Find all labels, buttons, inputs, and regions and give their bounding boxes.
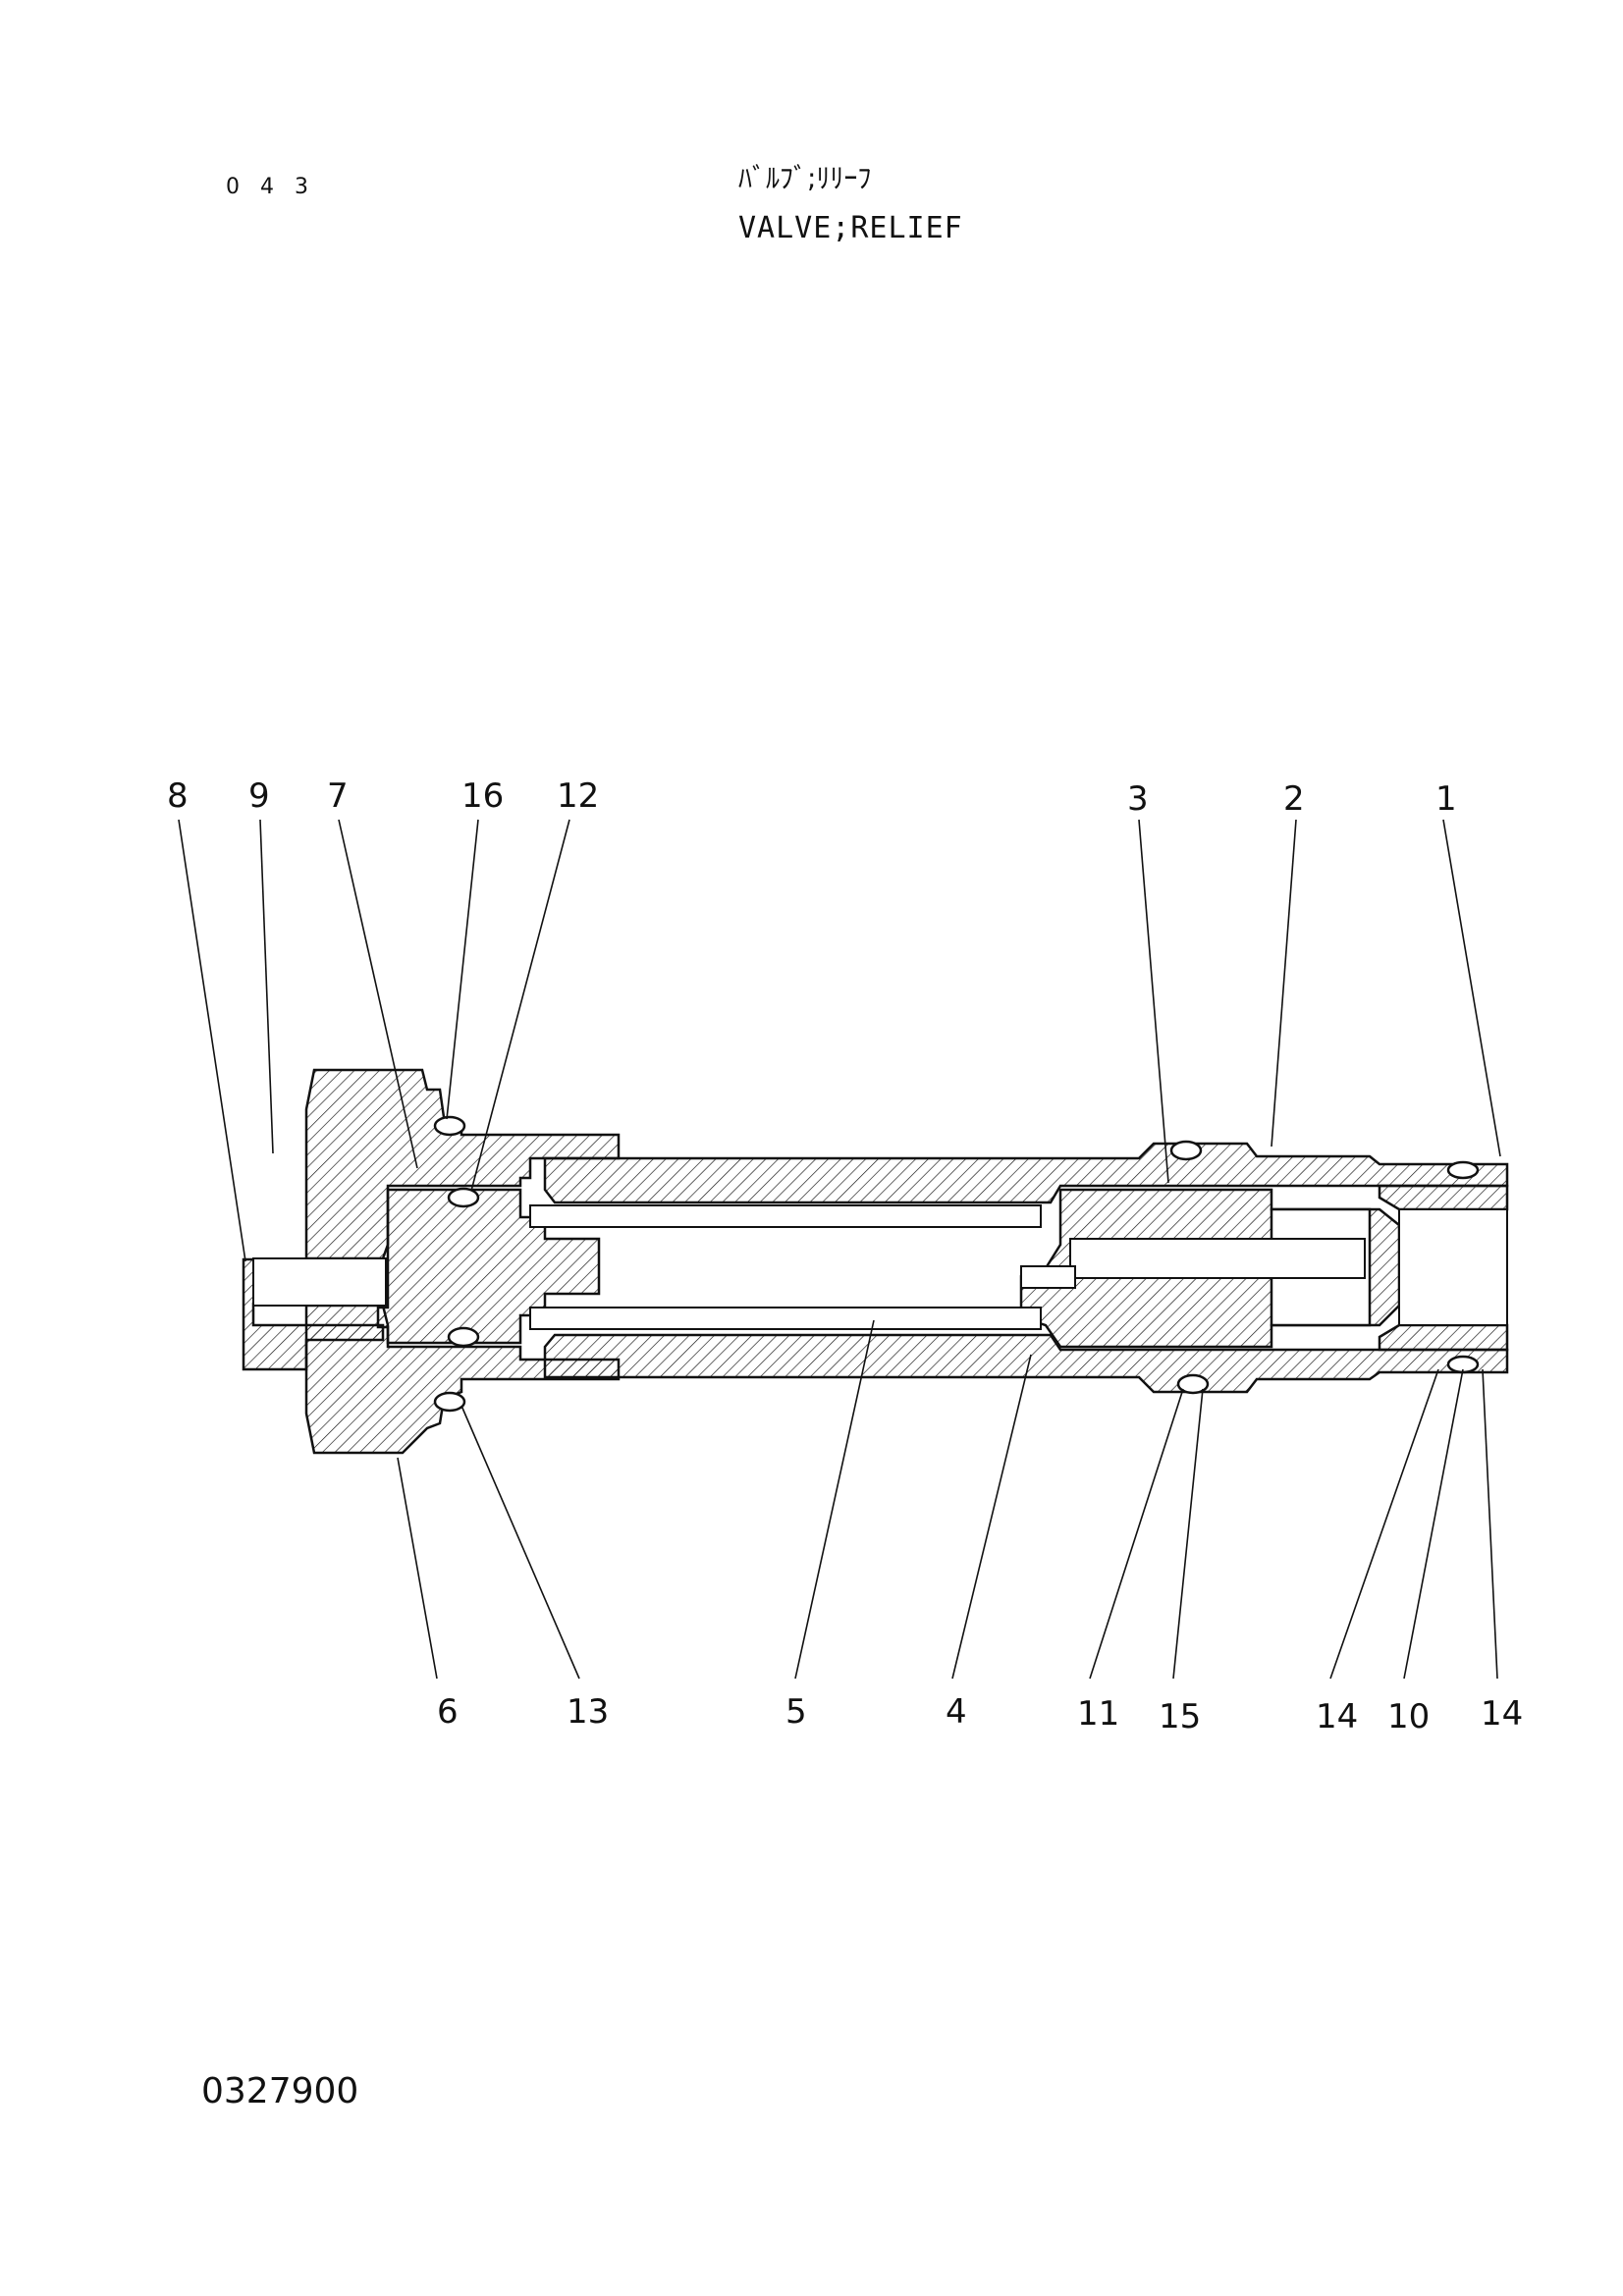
bore-sleeve-upper — [529, 1204, 1042, 1228]
callout-7: 7 — [327, 776, 349, 816]
leader-15 — [1172, 1388, 1204, 1680]
part-5-sleeve-upper — [543, 1142, 1509, 1204]
title-english: VALVE;RELIEF — [738, 211, 963, 245]
leader-14b — [1482, 1368, 1498, 1680]
leader-10 — [1403, 1368, 1464, 1680]
drawing-number: 0327900 — [201, 2071, 359, 2111]
leader-lines — [178, 819, 1501, 1680]
callout-10: 10 — [1387, 1697, 1430, 1736]
bore-sleeve-lower — [529, 1307, 1042, 1330]
part-1-end-cap — [1378, 1184, 1509, 1211]
callout-11: 11 — [1077, 1694, 1119, 1734]
valve-body — [242, 1068, 1509, 1455]
internal-bores — [252, 1204, 1508, 1330]
callout-3: 3 — [1127, 779, 1149, 819]
bore-orifice — [1020, 1265, 1076, 1289]
callout-14b: 14 — [1481, 1694, 1523, 1734]
bore-left-port — [252, 1257, 387, 1307]
leader-3 — [1138, 819, 1169, 1184]
leader-5 — [794, 1319, 875, 1680]
callout-15: 15 — [1159, 1697, 1201, 1736]
o-ring-13 — [433, 1391, 466, 1413]
leader-16 — [446, 819, 479, 1120]
leader-9 — [259, 819, 274, 1154]
o-ring-11 — [1176, 1373, 1210, 1395]
leader-4 — [951, 1354, 1032, 1680]
callout-4: 4 — [946, 1692, 967, 1732]
page-number: 0 4 3 — [226, 175, 315, 199]
leader-8 — [178, 819, 246, 1262]
callout-6: 6 — [437, 1692, 459, 1732]
callout-16: 16 — [461, 776, 504, 816]
callout-13: 13 — [567, 1692, 609, 1732]
callout-1: 1 — [1435, 779, 1457, 819]
seals — [433, 1115, 1480, 1413]
o-ring-1 — [1446, 1160, 1480, 1180]
callout-2: 2 — [1283, 779, 1305, 819]
callout-labels: 8 9 7 16 12 3 2 1 6 13 5 4 11 15 14 10 1… — [167, 776, 1523, 1736]
callout-14a: 14 — [1316, 1697, 1358, 1736]
leader-7 — [338, 819, 418, 1169]
o-ring-16 — [433, 1115, 466, 1137]
o-ring-3 — [1169, 1140, 1203, 1161]
leader-11 — [1089, 1388, 1184, 1680]
leader-2 — [1271, 819, 1297, 1148]
leader-14a — [1329, 1368, 1439, 1680]
bore-right-port — [1398, 1208, 1508, 1326]
callout-12: 12 — [557, 776, 599, 816]
part-1-end-cap-lower — [1378, 1323, 1509, 1352]
part-5-sleeve-lower — [543, 1333, 1509, 1394]
leader-13 — [460, 1405, 580, 1680]
callout-5: 5 — [785, 1692, 807, 1732]
o-ring-12-lower — [447, 1326, 480, 1348]
leader-12 — [470, 819, 570, 1192]
callout-8: 8 — [167, 776, 189, 816]
leader-6 — [397, 1457, 438, 1680]
title-japanese: ﾊﾞﾙﾌﾞ;ﾘﾘｰﾌ — [738, 162, 872, 194]
bore-spool — [1069, 1238, 1366, 1279]
leader-1 — [1442, 819, 1501, 1157]
o-ring-12 — [447, 1187, 480, 1208]
callout-9: 9 — [248, 776, 270, 816]
